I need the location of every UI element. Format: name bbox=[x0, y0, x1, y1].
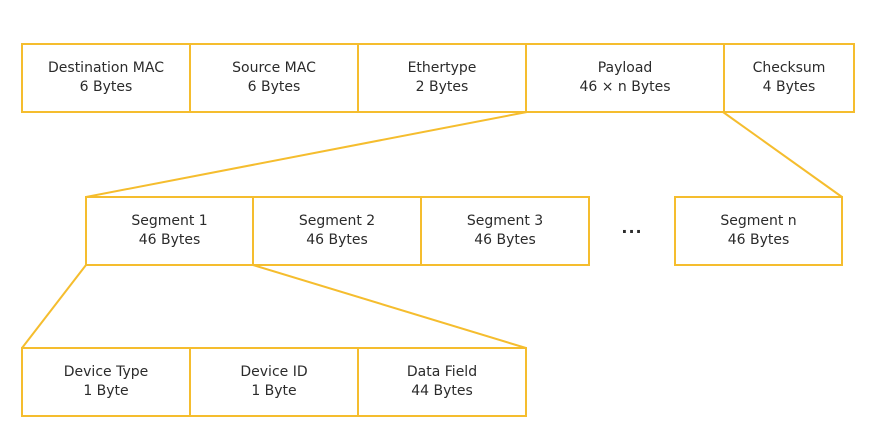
segment-field-data-field: Data Field 44 Bytes bbox=[357, 347, 527, 417]
field-name: Data Field bbox=[406, 364, 478, 380]
frame-field-checksum: Checksum 4 Bytes bbox=[723, 43, 855, 113]
connector-payload-left bbox=[85, 111, 528, 198]
payload-segment-n: Segment n 46 Bytes bbox=[674, 196, 843, 266]
field-size: 4 Bytes bbox=[762, 79, 816, 95]
payload-segment-1: Segment 1 46 Bytes bbox=[85, 196, 254, 266]
segment-name: Segment 1 bbox=[131, 213, 208, 229]
field-name: Payload bbox=[597, 60, 653, 76]
payload-row: Segment 1 46 Bytes Segment 2 46 Bytes Se… bbox=[85, 196, 843, 266]
field-size: 1 Byte bbox=[251, 383, 297, 399]
segment-size: 46 Bytes bbox=[138, 232, 201, 248]
connector-segment-left bbox=[21, 264, 87, 349]
frame-field-payload: Payload 46 × n Bytes bbox=[525, 43, 725, 113]
field-size: 6 Bytes bbox=[79, 79, 133, 95]
segment-size: 46 Bytes bbox=[306, 232, 368, 248]
segment-name: Segment 3 bbox=[466, 213, 544, 229]
field-size: 2 Bytes bbox=[415, 79, 469, 95]
payload-segment-3: Segment 3 46 Bytes bbox=[420, 196, 590, 266]
field-name: Device ID bbox=[240, 364, 308, 380]
frame-row: Destination MAC 6 Bytes Source MAC 6 Byt… bbox=[21, 43, 855, 113]
field-size: 46 × n Bytes bbox=[579, 79, 671, 95]
frame-field-destination-mac: Destination MAC 6 Bytes bbox=[21, 43, 191, 113]
segment-field-device-type: Device Type 1 Byte bbox=[21, 347, 191, 417]
connector-payload-right bbox=[722, 111, 843, 198]
field-name: Device Type bbox=[63, 364, 149, 380]
segment-size: 46 Bytes bbox=[474, 232, 536, 248]
ellipsis-text: ... bbox=[621, 217, 643, 237]
frame-field-ethertype: Ethertype 2 Bytes bbox=[357, 43, 527, 113]
field-name: Checksum bbox=[752, 60, 826, 76]
segments-ellipsis: ... bbox=[590, 196, 674, 266]
field-size: 6 Bytes bbox=[247, 79, 301, 95]
connector-segment-right bbox=[252, 264, 527, 349]
segment-field-device-id: Device ID 1 Byte bbox=[189, 347, 359, 417]
segment-size: 46 Bytes bbox=[727, 232, 790, 248]
payload-segment-2: Segment 2 46 Bytes bbox=[252, 196, 422, 266]
segment-name: Segment 2 bbox=[298, 213, 376, 229]
field-name: Destination MAC bbox=[48, 60, 164, 76]
field-size: 44 Bytes bbox=[411, 383, 473, 399]
field-name: Source MAC bbox=[232, 60, 316, 76]
frame-field-source-mac: Source MAC 6 Bytes bbox=[189, 43, 359, 113]
field-size: 1 Byte bbox=[83, 383, 129, 399]
segment-name: Segment n bbox=[720, 213, 797, 229]
field-name: Ethertype bbox=[407, 60, 477, 76]
segment-row: Device Type 1 Byte Device ID 1 Byte Data… bbox=[21, 347, 527, 417]
